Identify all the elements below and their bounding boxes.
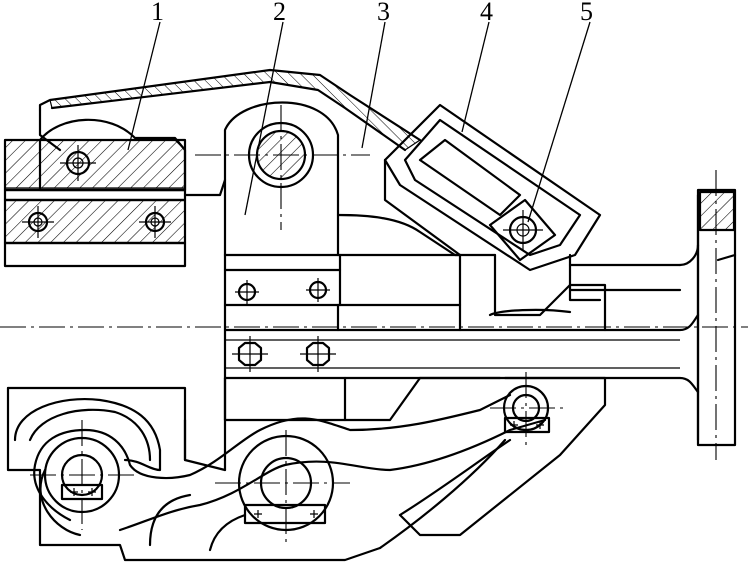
lower-housing bbox=[6, 376, 607, 562]
lower-right-roller bbox=[490, 372, 565, 445]
end-flange bbox=[678, 170, 737, 460]
link-bar-4 bbox=[383, 103, 602, 272]
lower-middle-pivot bbox=[215, 430, 350, 545]
body-3 bbox=[223, 213, 497, 422]
main-shaft bbox=[223, 313, 700, 394]
right-housing bbox=[488, 253, 682, 332]
lower-arm bbox=[13, 393, 547, 552]
stud-bolts bbox=[232, 278, 336, 372]
jaw-block-1 bbox=[3, 118, 187, 268]
callout-5: 5 bbox=[580, 0, 593, 26]
callout-1: 1 bbox=[151, 0, 164, 26]
upper-lever-2 bbox=[183, 101, 370, 257]
callout-2: 2 bbox=[273, 0, 286, 26]
callout-4: 4 bbox=[480, 0, 493, 26]
callout-3: 3 bbox=[377, 0, 390, 26]
top-cover bbox=[38, 68, 422, 152]
callout-leaders bbox=[127, 21, 591, 223]
lower-left-pivot bbox=[30, 420, 135, 530]
pin-block-5 bbox=[488, 198, 557, 262]
